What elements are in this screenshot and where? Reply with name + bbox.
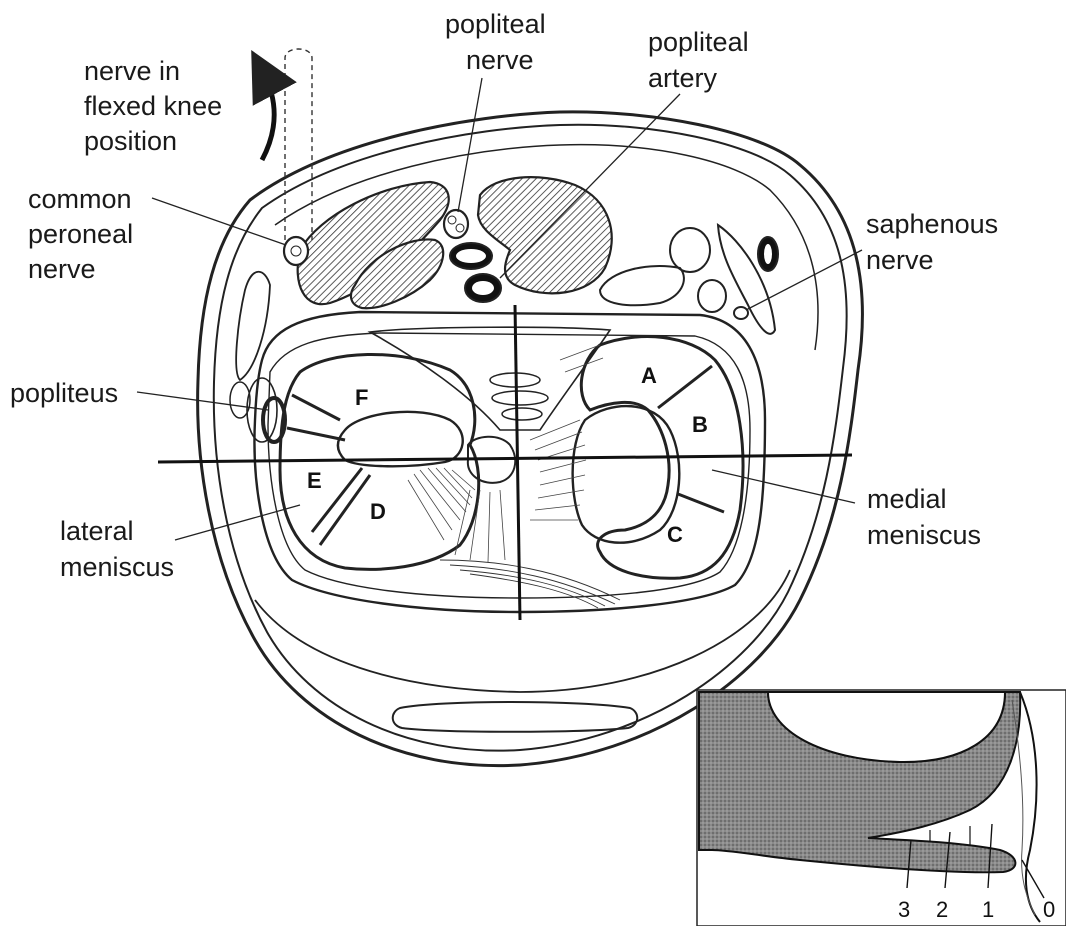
leader-popliteal-nerve — [458, 78, 482, 212]
flexed-nerve-path — [285, 49, 312, 240]
inset-num-2: 2 — [936, 897, 948, 922]
semimembranosus — [670, 228, 710, 272]
medial-fibres — [530, 345, 603, 520]
joint-capsule — [254, 312, 765, 612]
label-saphenous: saphenous nerve — [866, 209, 1006, 275]
lateral-zone-line-ef — [287, 428, 345, 440]
popliteal-nerve — [444, 210, 468, 238]
lateral-fibres — [408, 468, 475, 540]
zone-b: B — [692, 412, 708, 437]
label-lateral-meniscus: lateral meniscus — [60, 516, 174, 582]
zone-e: E — [307, 468, 322, 493]
gracilis-sartorius — [600, 266, 684, 305]
popliteus-outer — [247, 378, 277, 442]
zone-c: C — [667, 522, 683, 547]
label-popliteus: popliteus — [10, 378, 118, 408]
label-nerve-flexed: nerve in flexed knee position — [84, 56, 230, 156]
label-common-peroneal: common peroneal nerve — [28, 184, 141, 284]
leader-lateral-meniscus — [175, 505, 300, 540]
medial-zone-line-bc — [678, 494, 724, 512]
iliotibial-band — [236, 272, 270, 380]
cruciate-fibres — [455, 490, 505, 562]
cruciate-oval-2 — [492, 391, 548, 405]
common-peroneal-nerve — [284, 237, 308, 265]
meniscus-inset: 3 2 1 0 — [697, 690, 1066, 926]
zone-a: A — [641, 363, 657, 388]
flexion-arrow — [262, 72, 274, 160]
zone-f: F — [355, 385, 368, 410]
cruciate-oval-3 — [502, 408, 542, 420]
inset-num-3: 3 — [898, 897, 910, 922]
popliteal-vein-lumen — [456, 249, 486, 263]
anterior-capsule — [255, 570, 790, 692]
saphenous-nerve — [734, 307, 748, 319]
popliteal-artery-lumen — [472, 281, 494, 295]
inset-num-0: 0 — [1043, 897, 1055, 922]
lateral-zone-line-fd — [292, 395, 340, 420]
zone-d: D — [370, 499, 386, 524]
patellar-tendon — [393, 702, 638, 732]
medial-zone-line-ab — [658, 366, 712, 408]
label-popliteal-artery: popliteal artery — [648, 27, 756, 93]
medial-gastrocnemius — [478, 177, 612, 293]
medial-tibial-surface — [573, 406, 680, 543]
great-saphenous-lumen — [764, 244, 772, 264]
horizontal-axis — [158, 455, 852, 462]
leader-medial-meniscus — [712, 470, 855, 503]
label-medial-meniscus: medial meniscus — [867, 484, 981, 550]
posterior-fibres — [440, 560, 620, 608]
label-popliteal-nerve: popliteal nerve — [445, 9, 553, 75]
inset-num-1: 1 — [982, 897, 994, 922]
semitendinosus — [698, 280, 726, 312]
